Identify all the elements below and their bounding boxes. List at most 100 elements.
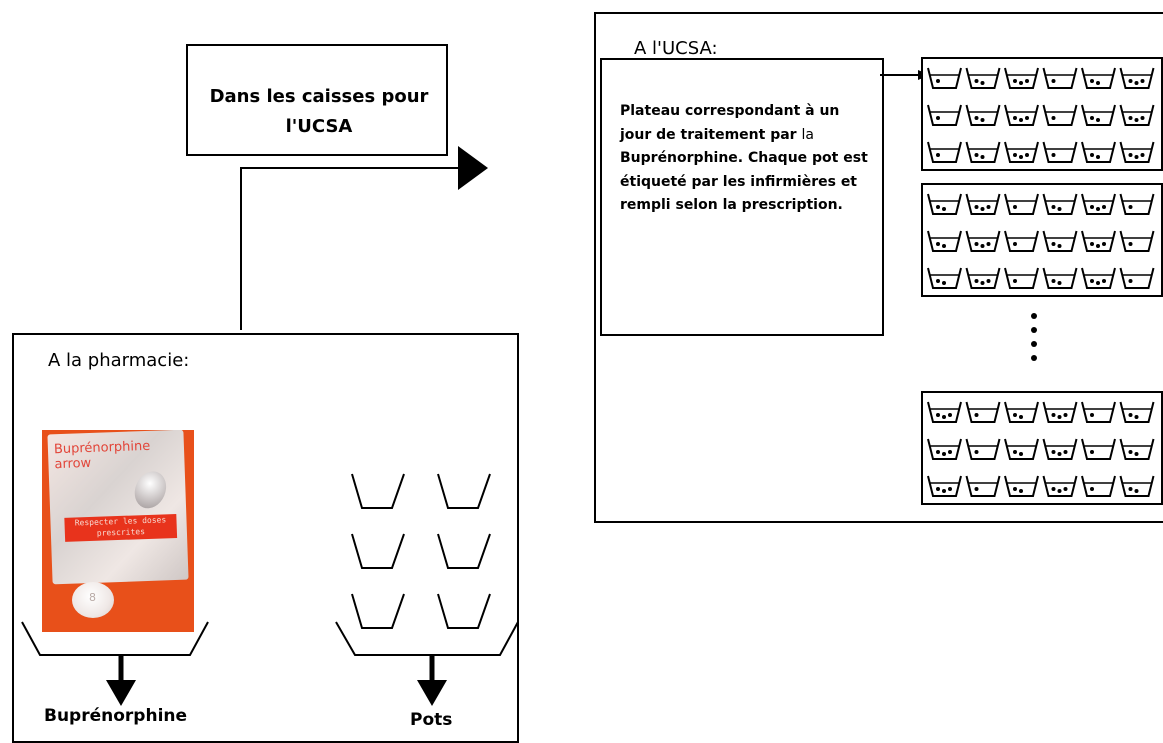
pill-dot xyxy=(986,242,991,246)
filled-pot xyxy=(1081,438,1116,460)
pill-dot xyxy=(1057,244,1062,248)
pill-dot xyxy=(1051,205,1056,209)
pill-dot xyxy=(980,244,985,248)
pill-dot xyxy=(980,118,985,122)
filled-pot xyxy=(1119,104,1155,126)
plateau-text: Plateau correspondant à un jour de trait… xyxy=(620,100,874,218)
empty-pot xyxy=(351,473,405,509)
pill-dot xyxy=(974,450,979,454)
pill-dot xyxy=(1096,81,1100,85)
pill-dot xyxy=(1013,116,1017,120)
blister-shelf xyxy=(21,621,209,656)
filled-pot xyxy=(1042,401,1078,423)
pill-dot xyxy=(1057,415,1062,419)
blister-foil: Buprénorphine arrow Respecter les doses … xyxy=(47,430,189,585)
pill-dot xyxy=(1134,489,1139,493)
pill-dot xyxy=(1063,450,1068,454)
pill-dot xyxy=(1019,415,1023,419)
filled-pot xyxy=(1081,193,1116,215)
filled-pot xyxy=(1004,438,1039,460)
filled-pot xyxy=(1081,230,1116,252)
foil-title: Buprénorphine arrow xyxy=(53,438,151,473)
pill-dot xyxy=(948,413,952,417)
pill-dot xyxy=(1090,242,1094,246)
pharmacie-title: A la pharmacie: xyxy=(48,350,190,371)
pill-dot xyxy=(974,413,979,417)
filled-pot xyxy=(1042,67,1078,89)
pill-dot xyxy=(974,116,979,120)
pill-dot xyxy=(942,452,946,456)
filled-pot xyxy=(1119,267,1155,289)
pots-arrow-head xyxy=(417,680,447,706)
pill-dot xyxy=(1013,487,1017,491)
pill-dot xyxy=(936,153,940,157)
pill-dot xyxy=(1051,79,1056,83)
pill-dot xyxy=(1019,81,1023,85)
pill-dot xyxy=(1134,415,1139,419)
filled-pot xyxy=(1004,104,1039,126)
pill-dot xyxy=(1140,153,1145,157)
pots-label: Pots xyxy=(410,710,453,730)
filled-pot xyxy=(1119,67,1155,89)
tablet-mark: 8 xyxy=(89,591,96,604)
pill-dot xyxy=(1128,413,1133,417)
ellipsis-dot xyxy=(1031,355,1037,361)
pill-dot xyxy=(1019,118,1023,122)
pill-dot xyxy=(1134,155,1139,159)
bupre-label: Buprénorphine xyxy=(44,706,188,726)
trays-group xyxy=(921,57,1163,505)
pill-dot xyxy=(1013,242,1017,246)
pill-dot xyxy=(1051,450,1056,454)
pill-dot xyxy=(1102,279,1106,283)
filled-pot xyxy=(965,193,1001,215)
filled-pot xyxy=(1119,475,1155,497)
pill-dot xyxy=(936,242,940,246)
pill-dot xyxy=(1013,205,1017,209)
pill-dot xyxy=(980,81,985,85)
pill-dot xyxy=(1025,79,1029,83)
pill-dot xyxy=(974,153,979,157)
pill-dot xyxy=(1051,487,1056,491)
pill-dot xyxy=(936,116,940,120)
buprenorphine-photo: Buprénorphine arrow Respecter les doses … xyxy=(42,430,194,632)
pill-dot xyxy=(948,487,952,491)
pill-dot xyxy=(1090,279,1094,283)
empty-pot xyxy=(351,593,405,629)
filled-pot xyxy=(965,104,1001,126)
pill-dot xyxy=(1140,116,1145,120)
pill-dot xyxy=(1102,205,1106,209)
pill-dot xyxy=(986,205,991,209)
tablet: 8 xyxy=(72,582,114,618)
pill-dot xyxy=(1025,116,1029,120)
pill-dot xyxy=(1128,116,1133,120)
filled-pot xyxy=(965,67,1001,89)
pill-dot xyxy=(1057,281,1062,285)
filled-pot xyxy=(1042,193,1078,215)
pill-dot xyxy=(1128,450,1133,454)
plateau-text-la: la xyxy=(801,126,814,143)
arrow-right-head xyxy=(458,146,488,190)
pill-dot xyxy=(1090,79,1094,83)
pill-dot xyxy=(1063,413,1068,417)
pill-dot xyxy=(1013,413,1017,417)
pill-dot xyxy=(974,242,979,246)
foil-warning: Respecter les doses prescrites xyxy=(64,513,178,542)
pill-dot xyxy=(1096,244,1100,248)
pill-dot xyxy=(974,205,979,209)
filled-pot xyxy=(965,401,1001,423)
filled-pot xyxy=(1081,267,1116,289)
pill-dot xyxy=(1090,116,1094,120)
pill-dot xyxy=(1128,487,1133,491)
pill-dot xyxy=(1134,452,1139,456)
filled-pot xyxy=(1081,104,1116,126)
pill-dot xyxy=(1140,79,1145,83)
plateau-box xyxy=(600,58,884,336)
pill-dot xyxy=(1090,450,1094,454)
connector-line xyxy=(240,167,462,330)
filled-pot xyxy=(965,141,1001,163)
pill-dot xyxy=(1013,79,1017,83)
filled-pot xyxy=(927,141,962,163)
filled-pot xyxy=(1042,141,1078,163)
pill-dot xyxy=(1090,487,1094,491)
